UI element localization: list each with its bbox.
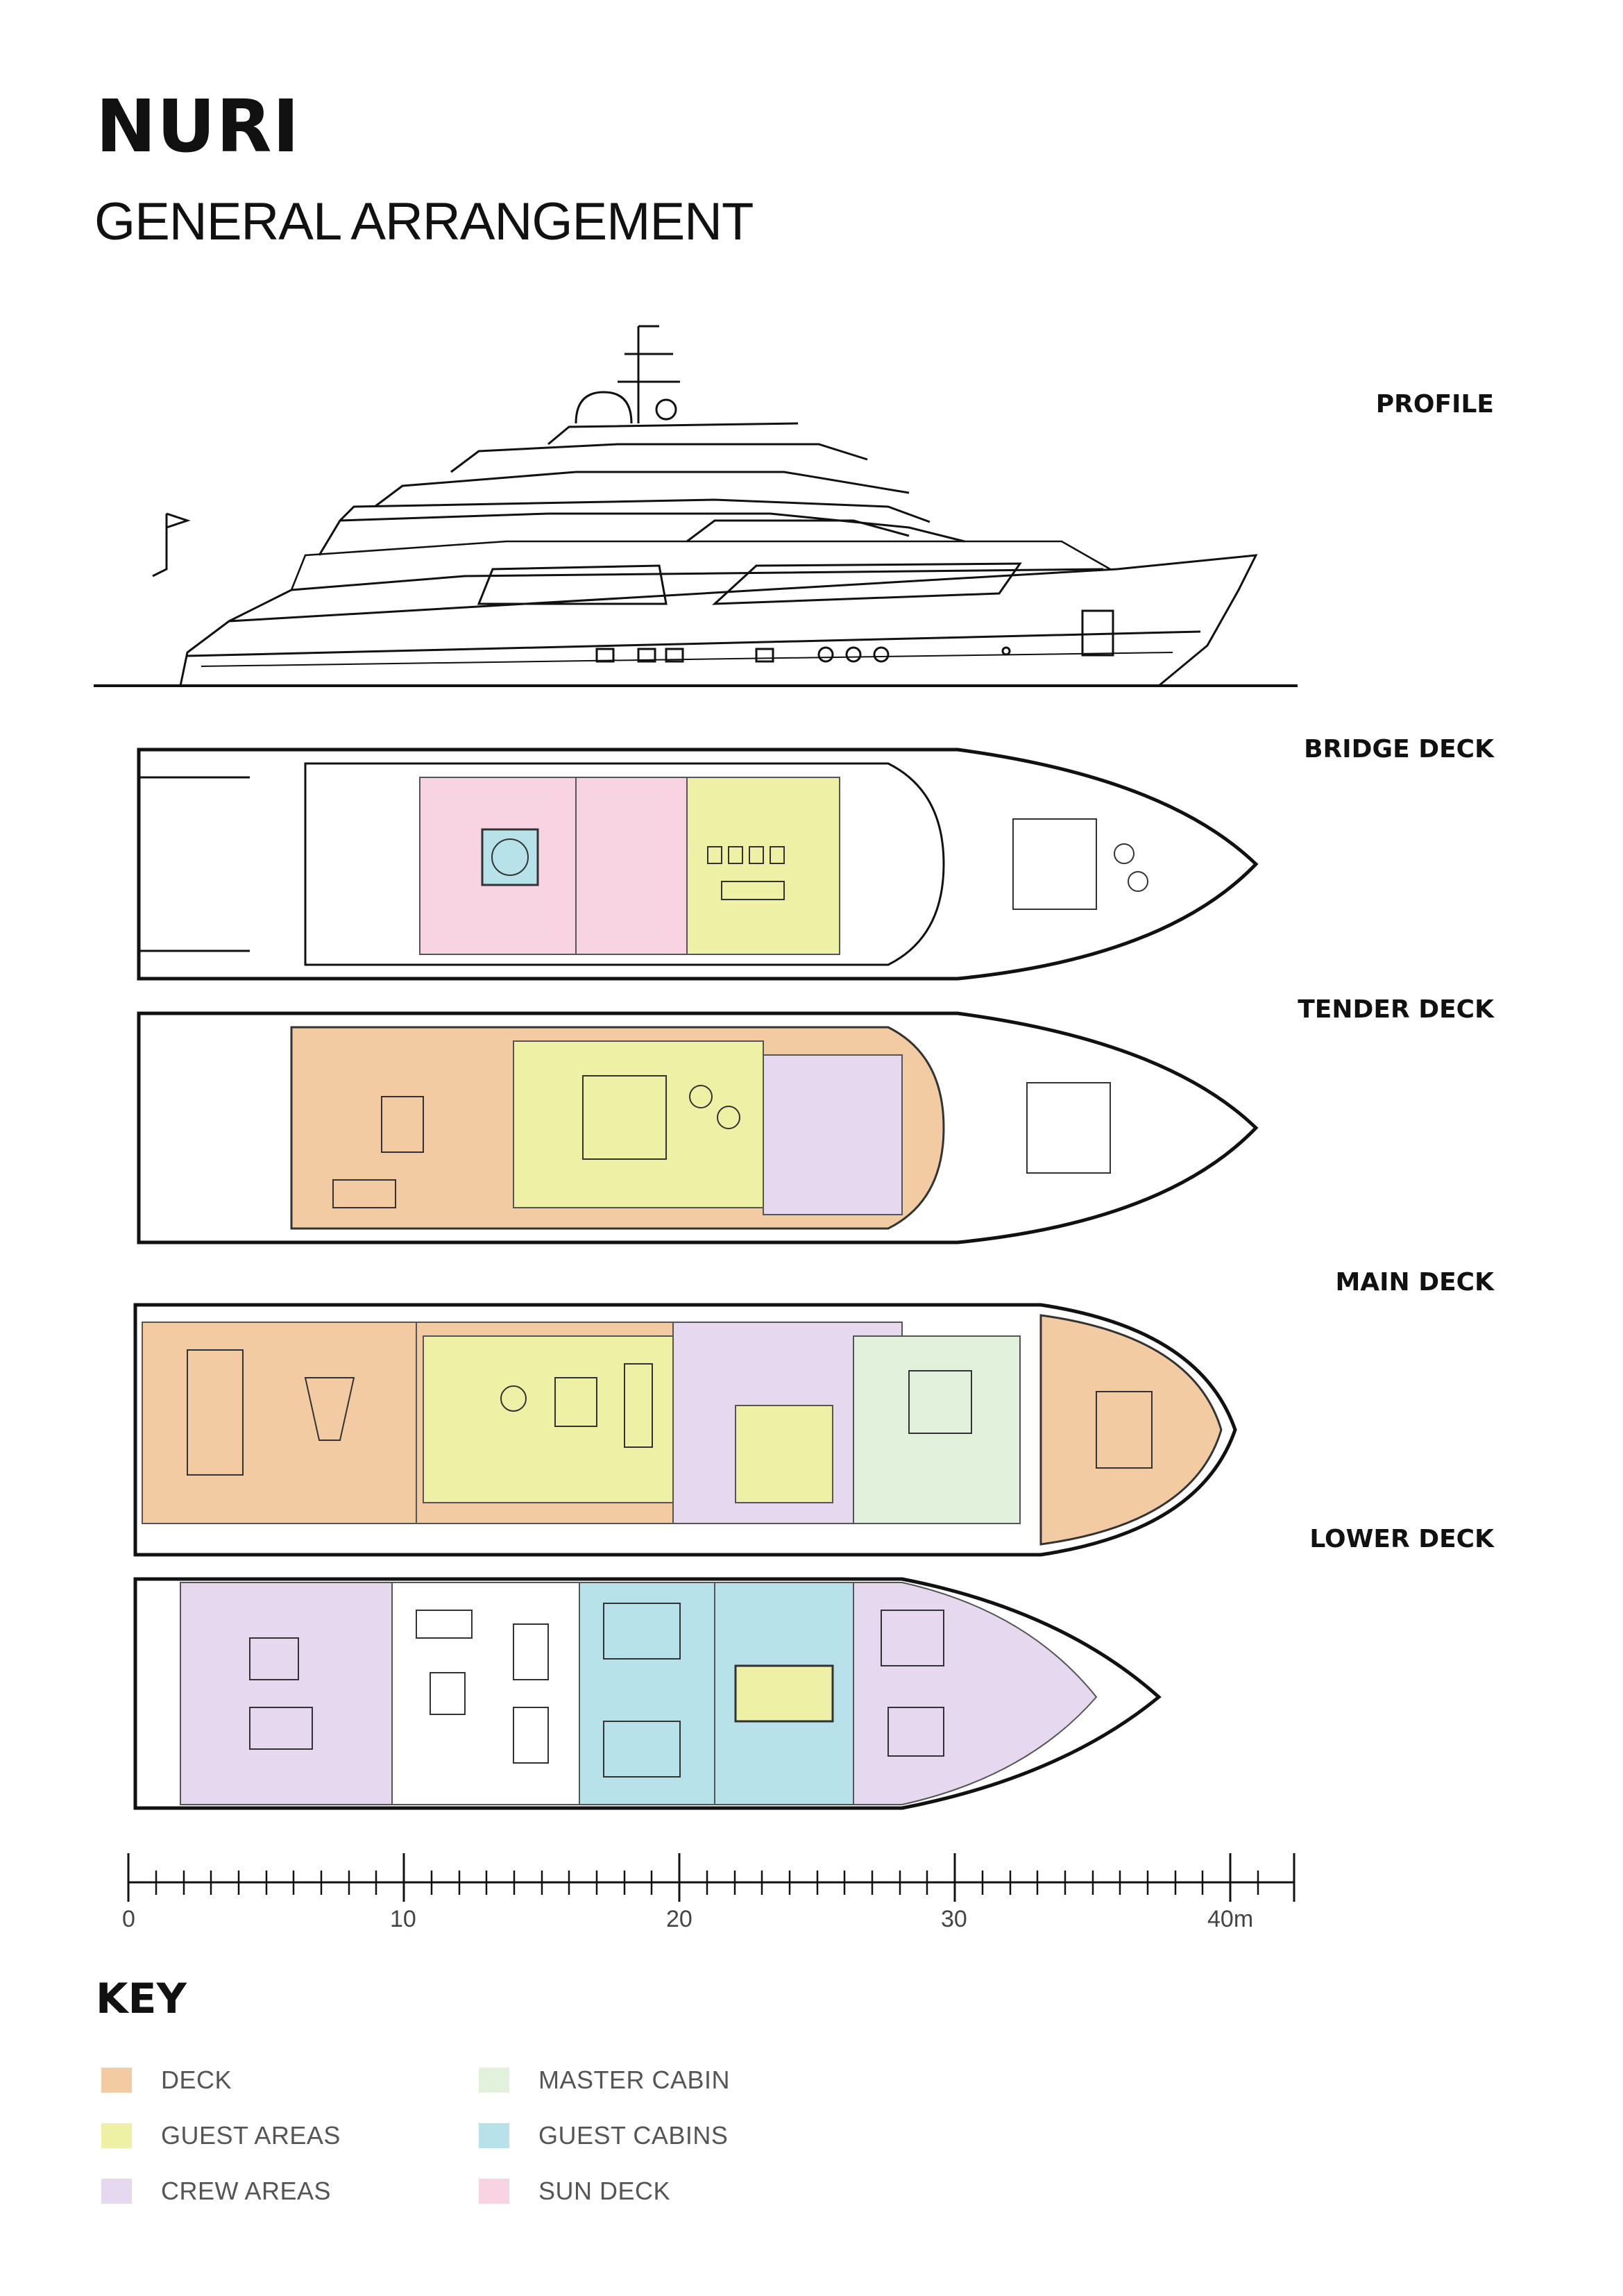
scale-label-40m: 40m (1207, 1906, 1254, 1932)
key-label: SUN DECK (538, 2177, 671, 2205)
key-item-guest-areas: GUEST AREAS (101, 2121, 341, 2150)
key-label: CREW AREAS (161, 2177, 332, 2205)
key-swatch (101, 2068, 132, 2093)
key-label: GUEST AREAS (161, 2121, 341, 2150)
profile-label: PROFILE (1375, 390, 1494, 419)
lower-deck-drawing (133, 1577, 1162, 1810)
key-label: DECK (161, 2066, 232, 2094)
tender-deck-label: TENDER DECK (1298, 995, 1494, 1024)
key-swatch (101, 2179, 132, 2204)
key-item-master-cabin: MASTER CABIN (479, 2066, 730, 2094)
scale-label-10: 10 (390, 1906, 416, 1932)
main-deck-label: MAIN DECK (1335, 1268, 1494, 1297)
scale-label-20: 20 (666, 1906, 692, 1932)
lower-deck-label: LOWER DECK (1309, 1525, 1494, 1553)
tender-deck-drawing (137, 1011, 1259, 1244)
page-subtitle: GENERAL ARRANGEMENT (94, 192, 754, 251)
key-title: KEY (96, 1975, 187, 2023)
key-item-deck: DECK (101, 2066, 232, 2094)
key-swatch (101, 2123, 132, 2148)
scale-bar (127, 1853, 1295, 1902)
key-item-guest-cabins: GUEST CABINS (479, 2121, 729, 2150)
scale-label-0: 0 (122, 1906, 135, 1932)
scale-label-30: 30 (941, 1906, 967, 1932)
main-deck-drawing (133, 1303, 1237, 1557)
key-label: MASTER CABIN (538, 2066, 731, 2094)
key-swatch (479, 2068, 509, 2093)
key-item-crew-areas: CREW AREAS (101, 2177, 331, 2205)
bridge-deck-label: BRIDGE DECK (1304, 735, 1494, 763)
key-swatch (479, 2123, 509, 2148)
profile-drawing (94, 325, 1298, 687)
page-title: NURI (96, 84, 300, 169)
key-swatch (479, 2179, 509, 2204)
key-label: GUEST CABINS (538, 2121, 729, 2150)
bridge-deck-drawing (137, 748, 1259, 981)
key-item-sun-deck: SUN DECK (479, 2177, 670, 2205)
